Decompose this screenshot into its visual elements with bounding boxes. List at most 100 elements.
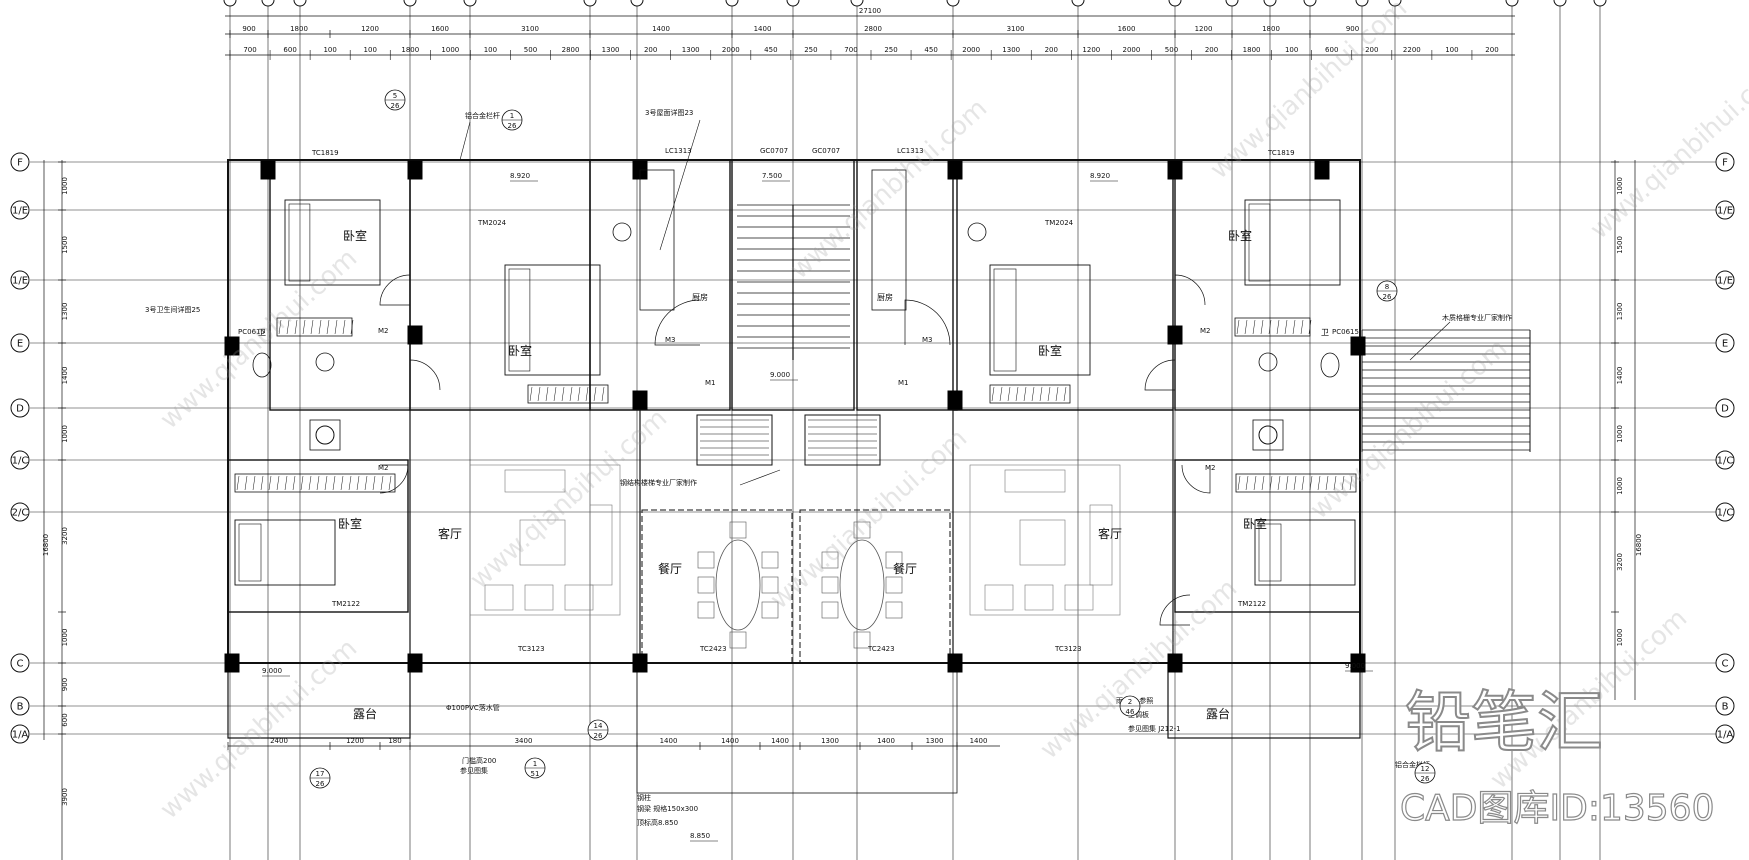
- callout-sheet: 26: [391, 102, 400, 110]
- top-row2-dim: 700: [844, 46, 857, 54]
- axis-bubble-top: [1355, 0, 1369, 7]
- wardrobe-hatch: [286, 319, 290, 335]
- window-tag: TC3123: [517, 645, 545, 653]
- elevation-label: 9.000: [262, 667, 282, 675]
- left-dim: 900: [61, 678, 69, 691]
- washer: [1252, 419, 1284, 451]
- callout-sheet: 46: [1126, 708, 1135, 716]
- wardrobe-hatch: [991, 386, 995, 402]
- watermark-text: www.qianbihui.com: [155, 243, 363, 435]
- wardrobe: [234, 473, 396, 493]
- top-row1-dim: 1600: [431, 25, 449, 33]
- wardrobe-hatch: [1285, 475, 1289, 491]
- top-row1-dim: 900: [242, 25, 255, 33]
- note-n13: 铝合金栏杆: [1395, 760, 1430, 769]
- axis-bubble-top: [223, 0, 237, 7]
- room-label-dining-left: 餐厅: [658, 561, 682, 576]
- chair: [761, 576, 779, 594]
- elevation-label: 8.850: [690, 832, 710, 840]
- bottom-dim: 1300: [926, 737, 944, 745]
- axis-label-right: 1/C: [1717, 456, 1734, 467]
- wardrobe-hatch: [1284, 319, 1288, 335]
- bottom-dim: 1400: [721, 737, 739, 745]
- top-row2-dim: 200: [1045, 46, 1058, 54]
- wardrobe-hatch: [340, 475, 344, 491]
- door-tag: M2: [1200, 327, 1211, 335]
- coffee-table: [519, 519, 566, 566]
- dining-table-right: [839, 539, 885, 631]
- column: [407, 160, 423, 180]
- axis-label-right: B: [1722, 702, 1729, 713]
- top-row2-dim: 700: [243, 46, 256, 54]
- sofa-seat: [504, 469, 566, 493]
- wardrobe-hatch: [292, 475, 296, 491]
- bedroom-mid-right-block: [952, 159, 1174, 411]
- wardrobe-hatch: [1309, 475, 1313, 491]
- axis-label-left: 2/C: [12, 508, 29, 519]
- axis-bubble-top: [403, 0, 417, 7]
- wardrobe-hatch: [1063, 386, 1067, 402]
- note-n14: 空调板: [1128, 710, 1149, 719]
- note-n6: 门槛高200: [462, 756, 496, 765]
- window-tag: TC3123: [1054, 645, 1082, 653]
- axis-bubble-top: [293, 0, 307, 7]
- stair-block: [731, 159, 855, 411]
- axis-bubble-top: [1505, 0, 1519, 7]
- wardrobe-hatch: [1055, 386, 1059, 402]
- axis-bubble-left: [10, 270, 30, 290]
- wardrobe-hatch: [350, 319, 354, 335]
- pillow: [1248, 203, 1271, 282]
- axis-bubble-top: [1263, 0, 1277, 7]
- wardrobe-hatch: [1007, 386, 1011, 402]
- leader-line: [659, 119, 701, 251]
- top-row1-dim: 1800: [1262, 25, 1280, 33]
- kitchen-counter-right: [871, 169, 907, 311]
- axis-bubble-left: [10, 696, 30, 716]
- door-swing: [379, 464, 409, 494]
- axis-label-left: D: [16, 404, 24, 415]
- wardrobe-hatch: [1236, 319, 1240, 335]
- chair: [821, 576, 839, 594]
- bottom-dim: 180: [388, 737, 401, 745]
- chair: [729, 631, 747, 649]
- chair: [697, 601, 715, 619]
- note-n11: 钢柱: [637, 793, 651, 802]
- watermark-text: www.qianbihui.com: [785, 93, 993, 285]
- walls: [224, 159, 1531, 794]
- axis-bubble-left: [10, 653, 30, 673]
- axis-bubble-top: [1168, 0, 1182, 7]
- left-dim: 1400: [61, 367, 69, 385]
- leader-line: [1409, 321, 1451, 361]
- callout-sheet: 26: [316, 780, 325, 788]
- axis-bubble-top: [630, 0, 644, 7]
- door-swing: [379, 274, 411, 306]
- logo-stamp: 铅笔汇 CAD图库ID:13560: [1399, 683, 1715, 830]
- top-row2-dim: 2800: [562, 46, 580, 54]
- sink: [612, 222, 632, 242]
- right-dim: 3200: [1616, 553, 1624, 571]
- door-tag: M3: [665, 336, 676, 344]
- top-row2-dim: 2000: [722, 46, 740, 54]
- kitchen-left-block: [589, 159, 731, 411]
- door-tag: M2: [378, 327, 389, 335]
- wardrobe-hatch: [1269, 475, 1273, 491]
- room-label-dining-right: 餐厅: [893, 561, 917, 576]
- sofa-seat: [1004, 469, 1066, 493]
- room-label-living-right: 客厅: [1098, 526, 1122, 541]
- wardrobe-hatch: [324, 475, 328, 491]
- window-tag: TM2024: [477, 219, 507, 227]
- door-swing: [654, 299, 701, 346]
- wardrobe-hatch: [537, 386, 541, 402]
- chair: [885, 601, 903, 619]
- top-row1-dim: 1400: [652, 25, 670, 33]
- door-tag: M1: [898, 379, 909, 387]
- left-dim: 3200: [61, 527, 69, 545]
- wardrobe: [527, 384, 609, 404]
- axis-label-right: 1/E: [1717, 276, 1733, 287]
- sink: [315, 352, 335, 372]
- wardrobe-hatch: [999, 386, 1003, 402]
- wardrobe-hatch: [601, 386, 605, 402]
- note-n15: 参见图集 J212-1: [1128, 724, 1181, 733]
- axis-label-left: C: [17, 659, 24, 670]
- top-row2-dim: 200: [1485, 46, 1498, 54]
